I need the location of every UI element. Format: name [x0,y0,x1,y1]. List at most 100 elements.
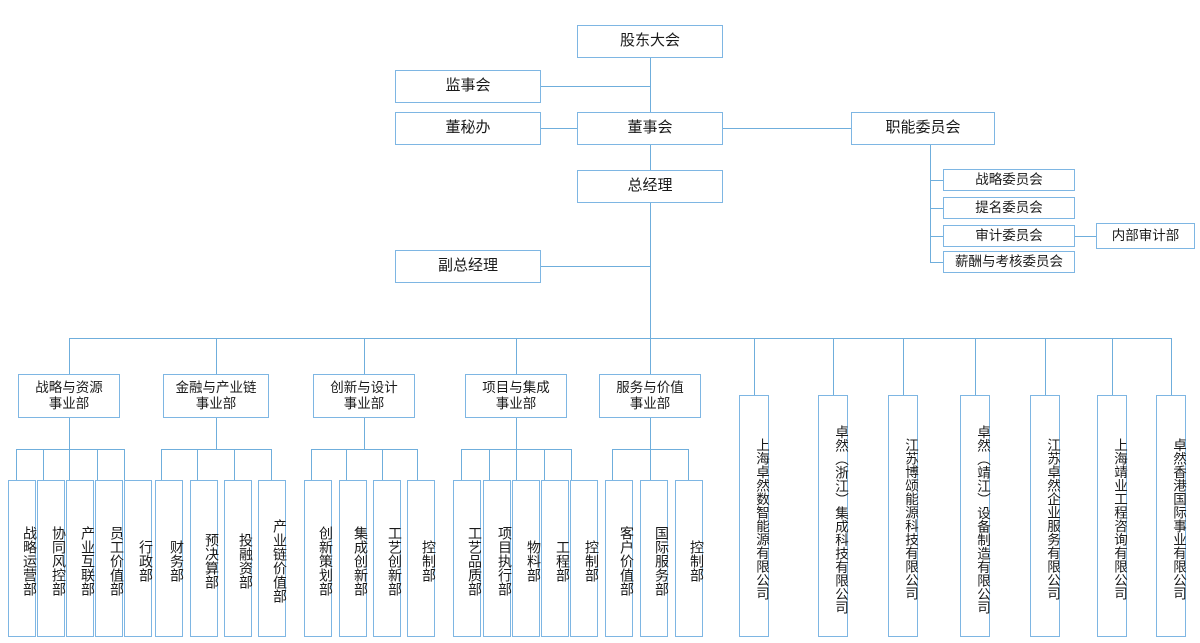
node-committee-2[interactable]: 审计委员会 [943,225,1075,247]
node-dept-1-0[interactable]: 财务部 [155,480,183,637]
node-division-4[interactable]: 服务与价值 事业部 [599,374,701,418]
node-division-2[interactable]: 创新与设计 事业部 [313,374,415,418]
node-dept-0-2[interactable]: 产业互联部 [66,480,94,637]
connector-dept-0-2 [69,449,70,480]
node-subsidiary-5[interactable]: 上海靖业工程咨询有限公司 [1097,395,1127,637]
division-1-name-line1: 金融与产业链 [175,379,257,395]
connector-bus-to-subsidiary-6 [1171,338,1172,395]
connector-main-bus [69,338,1171,339]
node-committee-0[interactable]: 战略委员会 [943,169,1075,191]
connector-division-4-down [650,418,651,449]
node-division-1[interactable]: 金融与产业链 事业部 [163,374,269,418]
connector-dept-0-0 [16,449,17,480]
connector-dept-3-1 [489,449,490,480]
connector-division-2-down [364,418,365,449]
connector-dept-0-4 [124,449,125,480]
node-subsidiary-1[interactable]: 卓然（浙江）集成科技有限公司 [818,395,848,637]
connector-dept-1-0 [161,449,162,480]
connector-dept-3-3 [544,449,545,480]
node-dept-4-1[interactable]: 国际服务部 [640,480,668,637]
connector-division-1-bar [161,449,271,450]
node-dept-0-0[interactable]: 战略运营部 [8,480,36,637]
node-dept-2-1[interactable]: 集成创新部 [339,480,367,637]
connector-division-3-down [516,418,517,449]
node-subsidiary-6[interactable]: 卓然香港国际事业有限公司 [1156,395,1186,637]
node-dept-3-3[interactable]: 工程部 [541,480,569,637]
connector-dept-0-1 [43,449,44,480]
connector-board-to-functional-committee [723,128,851,129]
connector-dept-0-3 [97,449,98,480]
connector-dept-4-1 [650,449,651,480]
division-0-name-line1: 战略与资源 [35,379,103,395]
node-dept-4-0[interactable]: 客户价值部 [605,480,633,637]
node-committee-3[interactable]: 薪酬与考核委员会 [943,251,1075,273]
connector-board-to-gm [650,145,651,170]
division-1-name-line2: 事业部 [195,396,237,411]
connector-committee-3 [930,262,943,263]
division-2-name-line2: 事业部 [343,396,385,411]
connector-committee-2 [930,236,943,237]
node-division-0[interactable]: 战略与资源 事业部 [18,374,120,418]
node-deputy-general-manager[interactable]: 副总经理 [395,250,541,283]
division-3-name-line2: 事业部 [495,396,537,411]
node-dept-3-2[interactable]: 物料部 [512,480,540,637]
connector-bus-to-division-4 [650,338,651,374]
connector-dept-1-2 [234,449,235,480]
node-dept-1-3[interactable]: 产业链价值部 [258,480,286,637]
connector-dept-2-2 [382,449,383,480]
node-dept-0-1[interactable]: 协同风控部 [37,480,65,637]
node-subsidiary-3[interactable]: 卓然（靖江）设备制造有限公司 [960,395,990,637]
node-dept-3-4[interactable]: 控制部 [570,480,598,637]
node-functional-committee[interactable]: 职能委员会 [851,112,995,145]
division-0-name-line2: 事业部 [48,396,90,411]
node-dept-3-0[interactable]: 工艺品质部 [453,480,481,637]
connector-dept-2-3 [417,449,418,480]
connector-bus-to-subsidiary-1 [833,338,834,395]
connector-supervisory-to-spine [541,86,651,87]
connector-bus-to-division-3 [516,338,517,374]
node-dept-2-2[interactable]: 工艺创新部 [373,480,401,637]
node-dept-3-1[interactable]: 项目执行部 [483,480,511,637]
connector-committee-spine [930,145,931,262]
node-board-of-directors[interactable]: 董事会 [577,112,723,145]
connector-dept-4-0 [612,449,613,480]
node-dept-1-1[interactable]: 预决算部 [190,480,218,637]
connector-dept-1-1 [197,449,198,480]
connector-deputy-to-spine [541,266,651,267]
node-dept-4-2[interactable]: 控制部 [675,480,703,637]
node-subsidiary-4[interactable]: 江苏卓然企业服务有限公司 [1030,395,1060,637]
node-supervisory-board[interactable]: 监事会 [395,70,541,103]
node-general-manager[interactable]: 总经理 [577,170,723,203]
node-dept-1-2[interactable]: 投融资部 [224,480,252,637]
connector-dept-2-1 [346,449,347,480]
node-committee-1[interactable]: 提名委员会 [943,197,1075,219]
node-dept-0-4[interactable]: 行政部 [124,480,152,637]
division-3-name-line1: 项目与集成 [482,379,550,395]
node-board-secretary-office[interactable]: 董秘办 [395,112,541,145]
connector-committee-0 [930,180,943,181]
connector-gm-spine [650,203,651,339]
node-internal-audit-department[interactable]: 内部审计部 [1096,223,1195,249]
connector-division-1-down [216,418,217,449]
division-2-name-line1: 创新与设计 [330,379,398,395]
node-subsidiary-2[interactable]: 江苏博颂能源科技有限公司 [888,395,918,637]
connector-shareholders-to-board [650,58,651,112]
node-dept-2-3[interactable]: 控制部 [407,480,435,637]
connector-bus-to-subsidiary-4 [1045,338,1046,395]
node-dept-0-3[interactable]: 员工价值部 [95,480,123,637]
connector-bus-to-division-0 [69,338,70,374]
connector-bus-to-division-1 [216,338,217,374]
node-subsidiary-0[interactable]: 上海卓然数智能源有限公司 [739,395,769,637]
connector-secretary-to-board [541,128,578,129]
connector-bus-to-subsidiary-3 [975,338,976,395]
node-shareholders-meeting[interactable]: 股东大会 [577,25,723,58]
connector-committee-1 [930,208,943,209]
node-division-3[interactable]: 项目与集成 事业部 [465,374,567,418]
connector-dept-1-3 [271,449,272,480]
connector-bus-to-subsidiary-5 [1112,338,1113,395]
connector-audit-to-internal-audit [1075,236,1096,237]
connector-bus-to-subsidiary-2 [903,338,904,395]
node-dept-2-0[interactable]: 创新策划部 [304,480,332,637]
connector-bus-to-division-2 [364,338,365,374]
